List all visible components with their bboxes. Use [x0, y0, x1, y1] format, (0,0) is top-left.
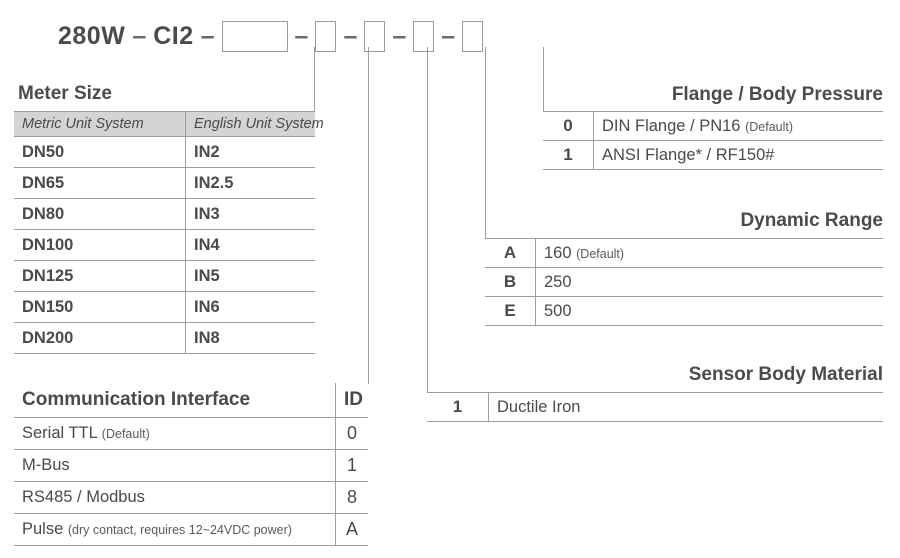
cell-code: E: [504, 301, 516, 320]
communication-interface-slot[interactable]: [315, 20, 337, 52]
cell-metric: DN150: [22, 297, 74, 316]
product-code-prefix: 280W: [58, 21, 126, 50]
interface-label: Serial TTL: [22, 424, 98, 442]
cell-english: IN8: [185, 322, 315, 354]
cell-code: B: [503, 272, 517, 291]
meter-size-slot[interactable]: [221, 20, 288, 52]
code-separator-5: –: [441, 21, 456, 50]
table-row: Serial TTL (Default) 0: [14, 417, 368, 450]
dynamic-range-title: Dynamic Range: [740, 210, 883, 231]
table-row: M-Bus 1: [14, 449, 368, 482]
table-row: DN200 IN8: [14, 322, 315, 354]
connector-meter-size: [314, 47, 316, 113]
product-code-line: 280W – CI2 – – – – –: [58, 16, 484, 56]
table-row: DN50 IN2: [14, 136, 315, 168]
interface-label: Pulse: [22, 520, 64, 538]
column-header-id: ID: [335, 383, 368, 418]
table-row: 0 DIN Flange / PN16 (Default): [543, 111, 883, 141]
code-separator-3: –: [343, 21, 358, 50]
cell-interface: Serial TTL (Default): [14, 418, 336, 450]
cell-id: 8: [335, 481, 368, 514]
column-header-english: English Unit System: [185, 111, 324, 137]
interface-label: RS485 / Modbus: [22, 488, 145, 506]
table-row: B 250: [485, 267, 883, 297]
sensor-body-material-title: Sensor Body Material: [688, 364, 883, 385]
cell-metric: DN200: [22, 328, 74, 347]
dynamic-range-slot[interactable]: [413, 20, 435, 52]
option-label: 160: [544, 243, 572, 262]
meter-size-table: Metric Unit System English Unit System D…: [14, 111, 324, 354]
cell-code: 1: [452, 397, 463, 416]
table-row: DN100 IN4: [14, 229, 315, 261]
option-label: 250: [544, 272, 572, 291]
dynamic-range-table: A 160 (Default) B 250 E 500: [485, 238, 883, 326]
cell-id: 1: [335, 449, 368, 482]
cell-label: 160 (Default): [535, 238, 883, 268]
cell-label: ANSI Flange* / RF150#: [593, 140, 883, 170]
cell-metric: DN65: [22, 173, 65, 192]
option-note: (Default): [576, 246, 625, 261]
sensor-body-material-table: 1 Ductile Iron: [427, 392, 883, 422]
option-label: ANSI Flange* / RF150#: [602, 145, 775, 164]
code-separator-4: –: [392, 21, 407, 50]
connector-dynamic-range: [485, 47, 487, 239]
communication-interface-title: Communication Interface: [22, 389, 251, 410]
column-header-metric: Metric Unit System: [14, 111, 186, 137]
cell-english: IN5: [185, 260, 315, 292]
cell-id: A: [335, 513, 368, 546]
product-code-series: CI2: [153, 21, 194, 50]
meter-size-title: Meter Size: [18, 83, 112, 104]
option-label: DIN Flange / PN16: [602, 116, 741, 135]
code-separator-0: –: [132, 21, 147, 50]
cell-english: IN2: [185, 136, 315, 168]
cell-metric: DN100: [22, 235, 74, 254]
cell-interface: RS485 / Modbus: [14, 482, 336, 514]
cell-english: IN6: [185, 291, 315, 323]
table-row: 1 ANSI Flange* / RF150#: [543, 140, 883, 170]
table-row: 1 Ductile Iron: [427, 392, 883, 422]
cell-code: 0: [563, 116, 573, 135]
table-row: Pulse (dry contact, requires 12~24VDC po…: [14, 513, 368, 546]
connector-sensor-body-material: [427, 47, 429, 392]
table-row: A 160 (Default): [485, 238, 883, 268]
cell-code: 1: [563, 145, 573, 164]
cell-english: IN4: [185, 229, 315, 261]
code-separator-2: –: [294, 21, 309, 50]
cell-english: IN3: [185, 198, 315, 230]
table-header-row: Communication Interface ID: [14, 383, 368, 418]
cell-interface: Pulse (dry contact, requires 12~24VDC po…: [14, 514, 336, 546]
sensor-body-material-slot[interactable]: [364, 20, 386, 52]
table-header-row: Metric Unit System English Unit System: [14, 111, 324, 137]
table-row: DN65 IN2.5: [14, 167, 315, 199]
flange-body-pressure-table: 0 DIN Flange / PN16 (Default) 1 ANSI Fla…: [543, 111, 883, 170]
flange-body-pressure-title: Flange / Body Pressure: [671, 84, 883, 105]
cell-label: 250: [535, 267, 883, 297]
table-row: RS485 / Modbus 8: [14, 481, 368, 514]
cell-code: A: [503, 243, 517, 262]
cell-metric: DN50: [22, 142, 65, 161]
table-row: DN80 IN3: [14, 198, 315, 230]
flange-body-pressure-slot[interactable]: [462, 20, 484, 52]
cell-english: IN2.5: [185, 167, 315, 199]
cell-metric: DN80: [22, 204, 65, 223]
cell-label: 500: [535, 296, 883, 326]
table-row: DN150 IN6: [14, 291, 315, 323]
cell-id: 0: [335, 417, 368, 450]
connector-flange-body-pressure: [543, 47, 545, 112]
interface-note: (Default): [101, 427, 150, 441]
option-note: (Default): [745, 119, 794, 134]
table-row: E 500: [485, 296, 883, 326]
interface-note: (dry contact, requires 12~24VDC power): [67, 523, 292, 537]
cell-label: Ductile Iron: [488, 392, 883, 422]
code-separator-1: –: [200, 21, 215, 50]
interface-label: M-Bus: [22, 456, 70, 474]
connector-communication-interface: [368, 47, 370, 384]
option-label: 500: [544, 301, 572, 320]
cell-metric: DN125: [22, 266, 74, 285]
table-row: DN125 IN5: [14, 260, 315, 292]
option-label: Ductile Iron: [497, 397, 581, 416]
communication-interface-table: Communication Interface ID Serial TTL (D…: [14, 383, 368, 546]
cell-label: DIN Flange / PN16 (Default): [593, 111, 883, 141]
cell-interface: M-Bus: [14, 450, 336, 482]
